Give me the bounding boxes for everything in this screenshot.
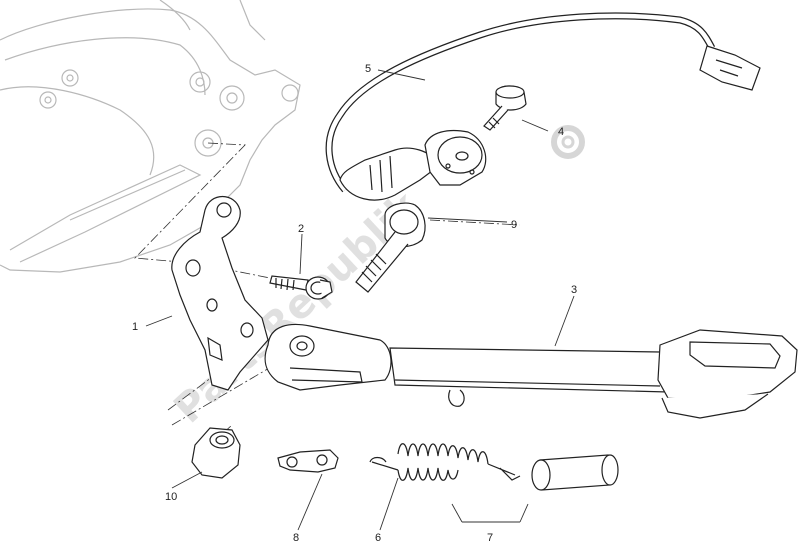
nut-part-10 bbox=[191, 427, 241, 479]
switch-part-5 bbox=[325, 12, 761, 201]
engine-case bbox=[0, 0, 301, 273]
callouts: 1 2 3 4 5 6 7 8 9 10 bbox=[132, 63, 577, 544]
callout-6: 6 bbox=[375, 532, 381, 544]
callout-9: 9 bbox=[511, 219, 517, 231]
pivot-bolt-part-9 bbox=[355, 202, 426, 293]
callout-3: 3 bbox=[571, 284, 577, 296]
gear-icon bbox=[551, 125, 585, 159]
screw-part-4 bbox=[483, 85, 527, 131]
spring-part-6 bbox=[369, 443, 521, 481]
callout-1: 1 bbox=[132, 321, 138, 333]
bracket-part-1 bbox=[171, 195, 269, 391]
callout-10: 10 bbox=[165, 491, 177, 503]
sleeve-part-7 bbox=[531, 454, 619, 491]
callout-2: 2 bbox=[298, 223, 304, 235]
bolt-part-2 bbox=[269, 275, 333, 300]
leader-lines bbox=[145, 69, 575, 531]
callout-4: 4 bbox=[558, 126, 564, 138]
plate-part-8 bbox=[277, 449, 339, 473]
callout-5: 5 bbox=[365, 63, 371, 75]
callout-7: 7 bbox=[487, 532, 493, 544]
side-stand-part-3 bbox=[264, 323, 798, 419]
callout-8: 8 bbox=[293, 532, 299, 544]
